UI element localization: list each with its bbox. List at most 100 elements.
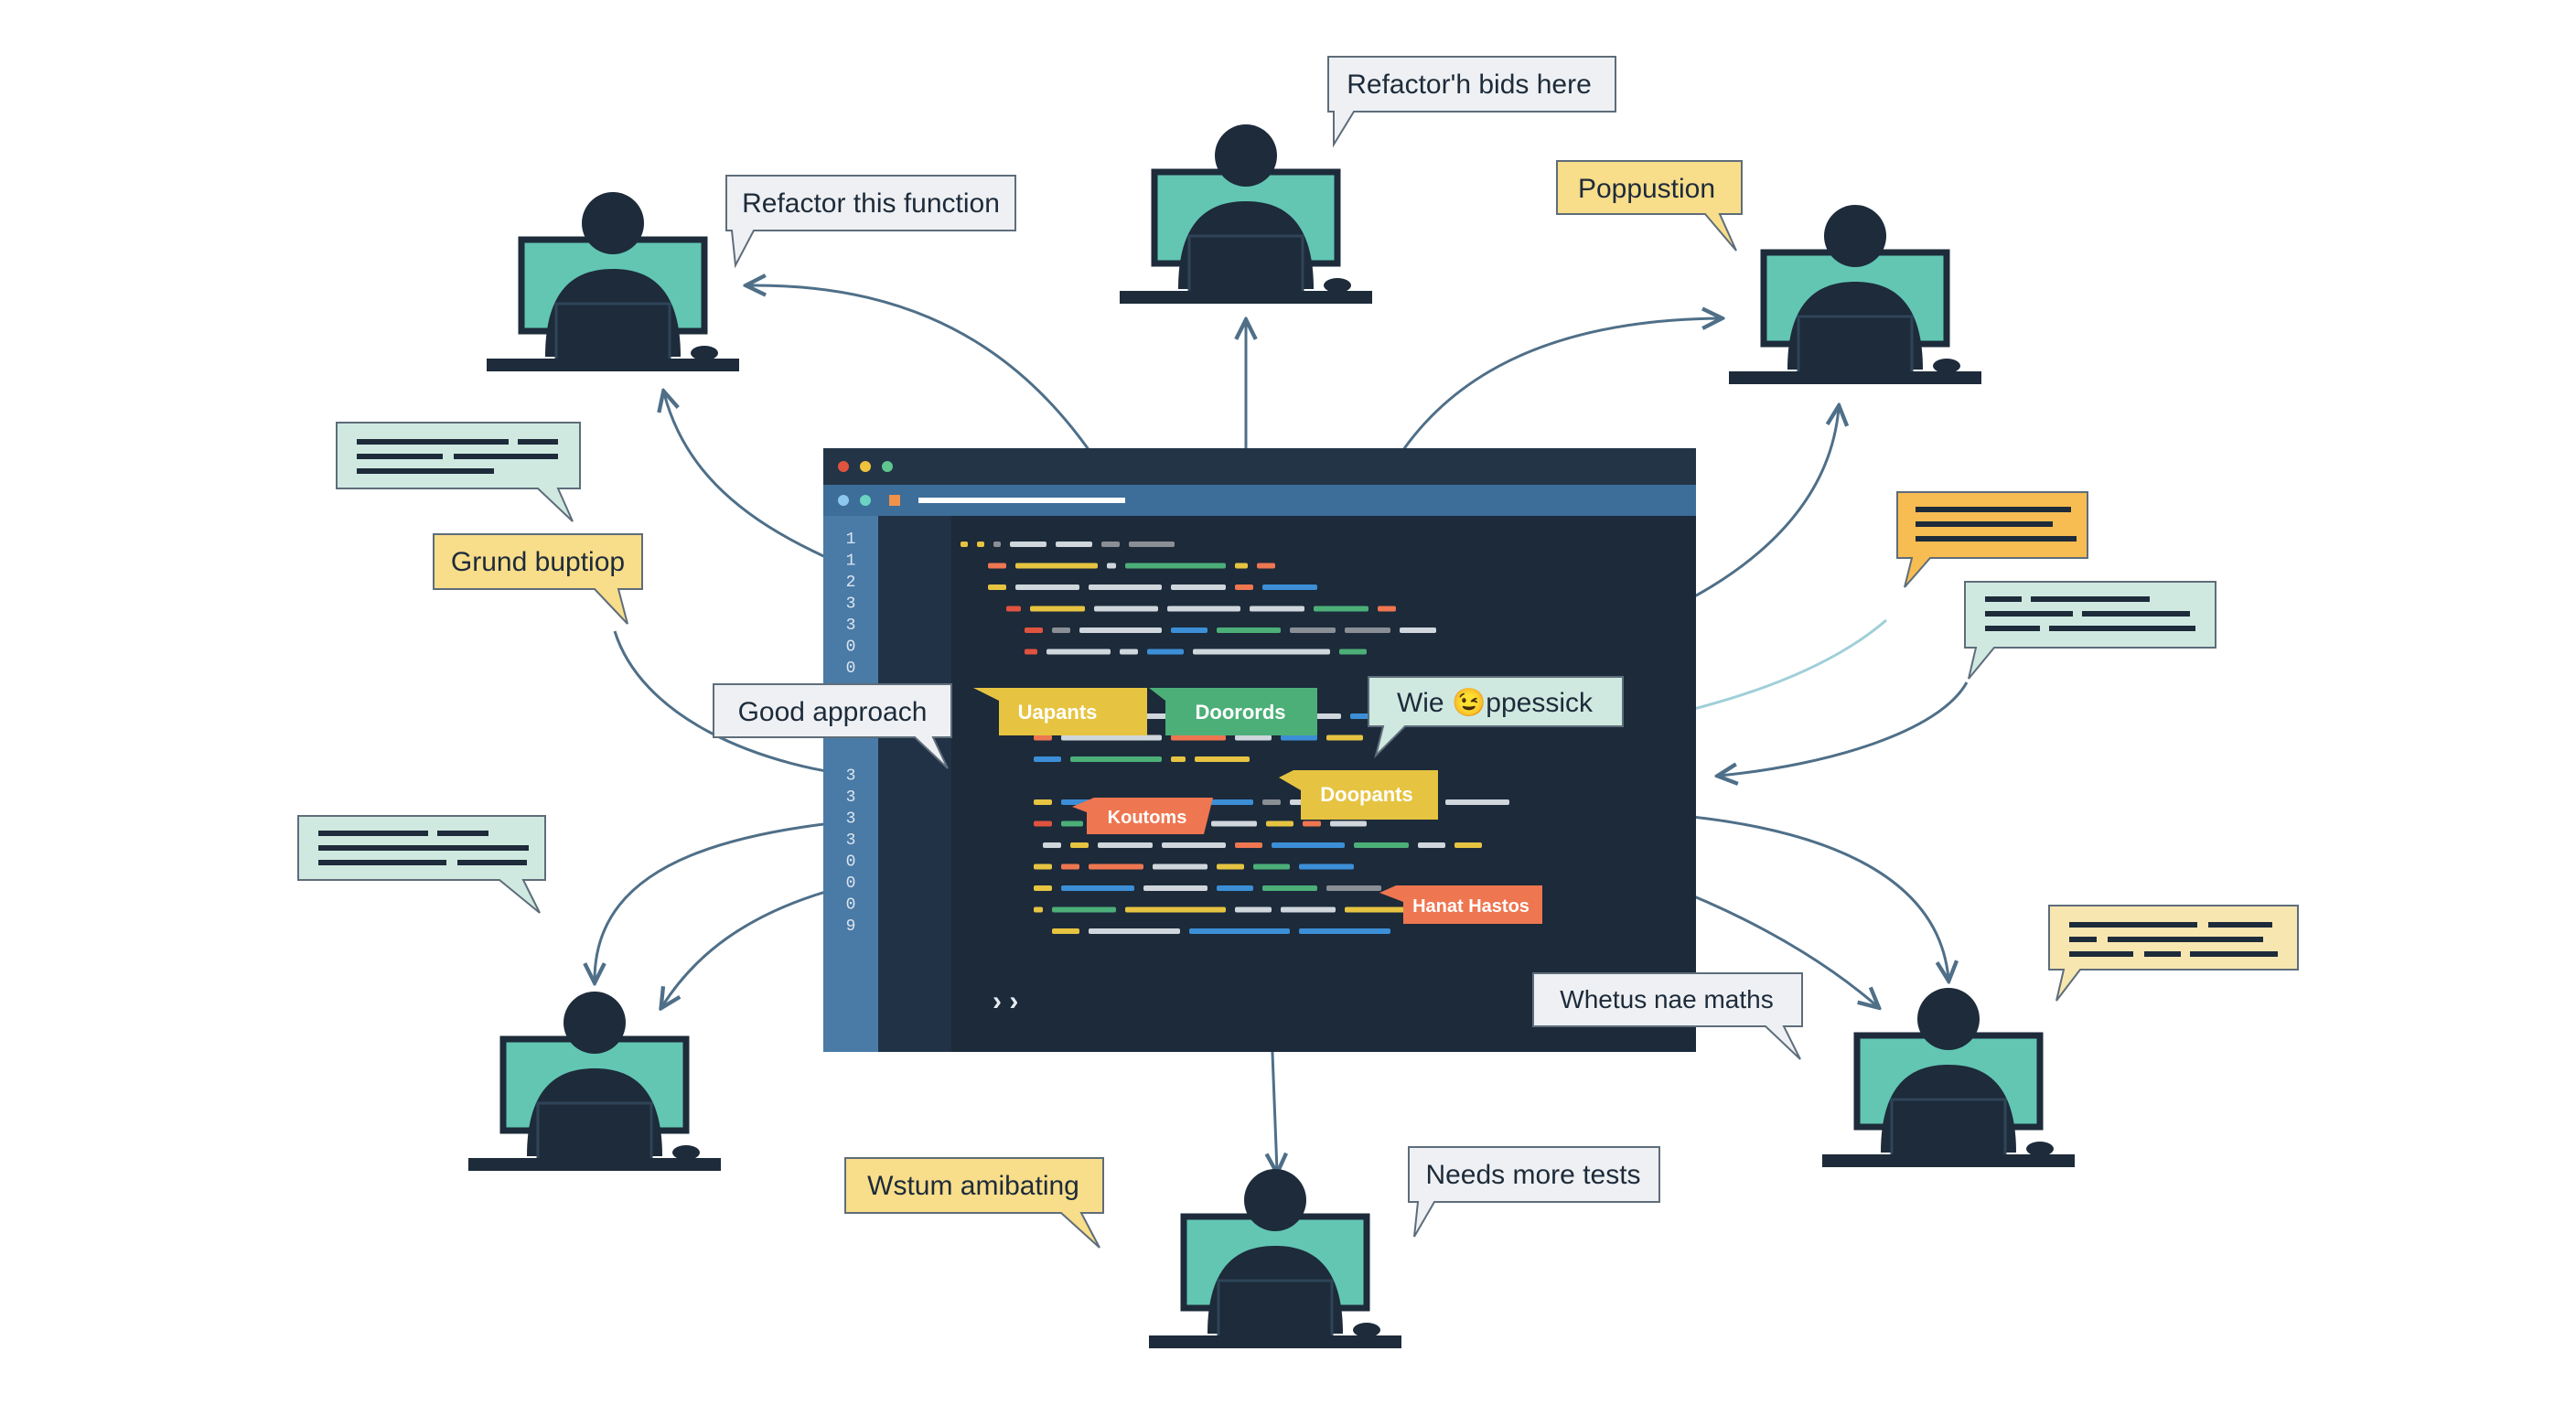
line-number: 3 [846, 617, 856, 635]
tab-dot-teal [860, 495, 871, 506]
code-tag-label: Hanat Hastos [1412, 896, 1530, 917]
code-token [1052, 627, 1070, 633]
code-token [988, 585, 1006, 590]
person-head-icon [1244, 1169, 1306, 1231]
code-token [1107, 563, 1116, 569]
code-token [1454, 842, 1482, 848]
person-head-icon [1215, 124, 1277, 187]
code-token [1034, 756, 1061, 762]
code-token [1314, 606, 1368, 612]
person-head-icon [564, 992, 626, 1054]
bubble-needs-tests: Needs more tests [1408, 1146, 1660, 1238]
code-token [1314, 713, 1341, 719]
bubble-text: Wie 😉ppessick [1397, 687, 1594, 718]
code-token [1262, 885, 1317, 891]
code-tag-hanat-hastos[interactable]: Hanat Hastos [1379, 885, 1542, 924]
bubble-whetus: Whetus nae maths [1532, 972, 1803, 1060]
code-token [1171, 585, 1226, 590]
bubble-text: Poppustion [1578, 174, 1715, 204]
code-tag-doorords[interactable]: Doorords [1149, 688, 1317, 735]
code-token [1171, 627, 1208, 633]
code-token [1303, 820, 1321, 827]
code-token [1015, 585, 1079, 590]
bubble-wie: Wie 😉ppessick [1368, 676, 1624, 759]
line-number: 0 [846, 874, 856, 893]
desk [1729, 371, 1981, 384]
code-token [1070, 756, 1162, 762]
desk [1822, 1154, 2075, 1167]
code-token [1299, 863, 1354, 870]
code-token [1034, 906, 1043, 913]
mouse-icon [1933, 359, 1960, 373]
line-number: 2 [846, 574, 856, 592]
code-token [1235, 735, 1272, 741]
code-token [1400, 627, 1436, 633]
editor-titlebar [823, 448, 1696, 485]
bubble-text: Whetus nae maths [1560, 985, 1773, 1014]
line-number: 0 [846, 896, 856, 915]
code-token [1162, 842, 1226, 848]
code-token [988, 563, 1006, 569]
code-token [1235, 842, 1262, 848]
laptop-icon [1797, 315, 1914, 375]
code-token [1061, 885, 1134, 891]
person-head-icon [1917, 988, 1980, 1050]
desk [487, 359, 739, 371]
code-token [1290, 627, 1336, 633]
code-token [1089, 928, 1180, 934]
code-token [1030, 606, 1085, 612]
code-token [1250, 606, 1304, 612]
window-minimize-dot[interactable] [860, 461, 871, 472]
line-number: 3 [846, 788, 856, 807]
line-number: 0 [846, 660, 856, 678]
code-token [1015, 563, 1098, 569]
developers [468, 124, 2075, 1348]
desk [1149, 1335, 1401, 1348]
code-token [1147, 649, 1184, 655]
active-tab-underline[interactable] [918, 498, 1125, 503]
bubble-good-approach: Good approach [713, 683, 952, 769]
code-tag-label: Koutoms [1108, 808, 1187, 828]
code-tag-koutoms[interactable]: Koutoms [1072, 798, 1213, 834]
code-token [1143, 885, 1208, 891]
bubble-lines-orange-right [1896, 491, 2088, 588]
code-token [1354, 842, 1409, 848]
code-token [1061, 863, 1079, 870]
code-token [1094, 606, 1158, 612]
laptop-icon [1890, 1098, 2007, 1158]
bubble-refactor-function: Refactor this function [725, 175, 1016, 269]
code-tag-label: Uapants [1018, 701, 1098, 724]
code-token [1101, 542, 1120, 547]
window-zoom-dot[interactable] [882, 461, 893, 472]
line-number: 9 [846, 917, 856, 936]
code-token [977, 542, 984, 547]
code-token [1262, 585, 1317, 590]
bubble-text: Good approach [738, 697, 928, 727]
line-number: 3 [846, 767, 856, 786]
window-close-dot[interactable] [838, 461, 849, 472]
developer-bottom-center [1149, 1169, 1401, 1348]
bubble-text: Wstum amibating [867, 1171, 1079, 1201]
code-token [1299, 928, 1390, 934]
code-token [1034, 885, 1052, 891]
code-token [1070, 842, 1089, 848]
code-token [1125, 563, 1226, 569]
line-number: 3 [846, 831, 856, 850]
code-token [1418, 842, 1445, 848]
code-token [1326, 735, 1363, 741]
code-token [1153, 863, 1208, 870]
bubble-text: Needs more tests [1425, 1160, 1640, 1190]
developer-top-center [1120, 124, 1372, 304]
code-token [961, 542, 968, 547]
code-token [1061, 735, 1162, 741]
code-token [1281, 735, 1317, 741]
code-tag-doopants[interactable]: Doopants [1279, 770, 1438, 820]
laptop-icon [554, 302, 671, 362]
code-tag-label: Doopants [1320, 783, 1412, 806]
line-number-gutter [823, 516, 878, 1052]
code-token [1217, 863, 1244, 870]
line-number: 3 [846, 810, 856, 829]
code-tag-uapants[interactable]: Uapants [973, 688, 1147, 735]
